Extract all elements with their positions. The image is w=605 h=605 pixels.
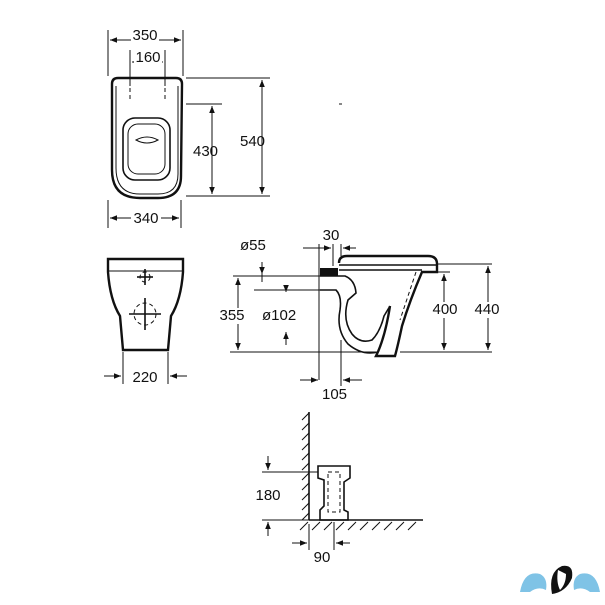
dim-label-detail-wall-offset: 90 bbox=[314, 549, 331, 566]
dim-label-depth-total: 540 bbox=[240, 133, 265, 150]
dim-label-inlet-diameter: ø55 bbox=[240, 237, 266, 254]
dim-label-rim-height: 400 bbox=[432, 301, 457, 318]
swan-logo bbox=[520, 565, 600, 594]
dim-label-total-height: 440 bbox=[474, 301, 499, 318]
dim-label-front-width: 220 bbox=[132, 369, 157, 386]
dim-label-outlet-offset: 105 bbox=[322, 386, 347, 403]
front-view: 220 bbox=[104, 257, 187, 386]
floor-hatching bbox=[299, 521, 417, 531]
side-view-seat bbox=[339, 264, 436, 271]
side-view-trap bbox=[320, 275, 391, 354]
inlet-pipe bbox=[320, 268, 338, 276]
top-view-seat-opening bbox=[122, 117, 171, 181]
dim-label-detail-outlet-height: 180 bbox=[255, 487, 280, 504]
dim-label-width-bottom: 340 bbox=[133, 210, 158, 227]
outlet-crosshair-symbol bbox=[129, 298, 161, 330]
swan-center-icon bbox=[551, 565, 573, 594]
swan-left-icon bbox=[520, 573, 547, 592]
detail-pipe-inner bbox=[327, 471, 341, 513]
dim-label-fixing-spacing: 160 bbox=[135, 49, 160, 66]
wall-hatching bbox=[301, 412, 310, 521]
installation-detail: 180 90 bbox=[250, 412, 423, 566]
side-view: ø55 30 ø102 355 400 440 105 bbox=[214, 227, 505, 403]
front-view-outline bbox=[106, 257, 185, 352]
top-view-flush-hole bbox=[134, 136, 160, 144]
top-view: 350 160 340 430 540 bbox=[107, 27, 342, 228]
dim-label-width-top: 350 bbox=[132, 27, 157, 44]
dim-label-outlet-diameter: ø102 bbox=[262, 307, 296, 324]
side-view-bowl-outline bbox=[337, 254, 439, 358]
detail-pipe-fitting bbox=[317, 465, 351, 521]
dim-label-inlet-offset: 30 bbox=[323, 227, 340, 244]
dim-label-outlet-height: 355 bbox=[219, 307, 244, 324]
top-view-seat-inner bbox=[127, 123, 166, 175]
top-view-bowl-outline bbox=[110, 76, 184, 200]
inlet-crosshair-symbol bbox=[137, 269, 153, 285]
dim-label-depth-to-fixing: 430 bbox=[193, 143, 218, 160]
top-view-rim-inner bbox=[115, 86, 179, 195]
swan-right-icon bbox=[573, 573, 600, 592]
side-view-hidden-line bbox=[399, 271, 417, 321]
